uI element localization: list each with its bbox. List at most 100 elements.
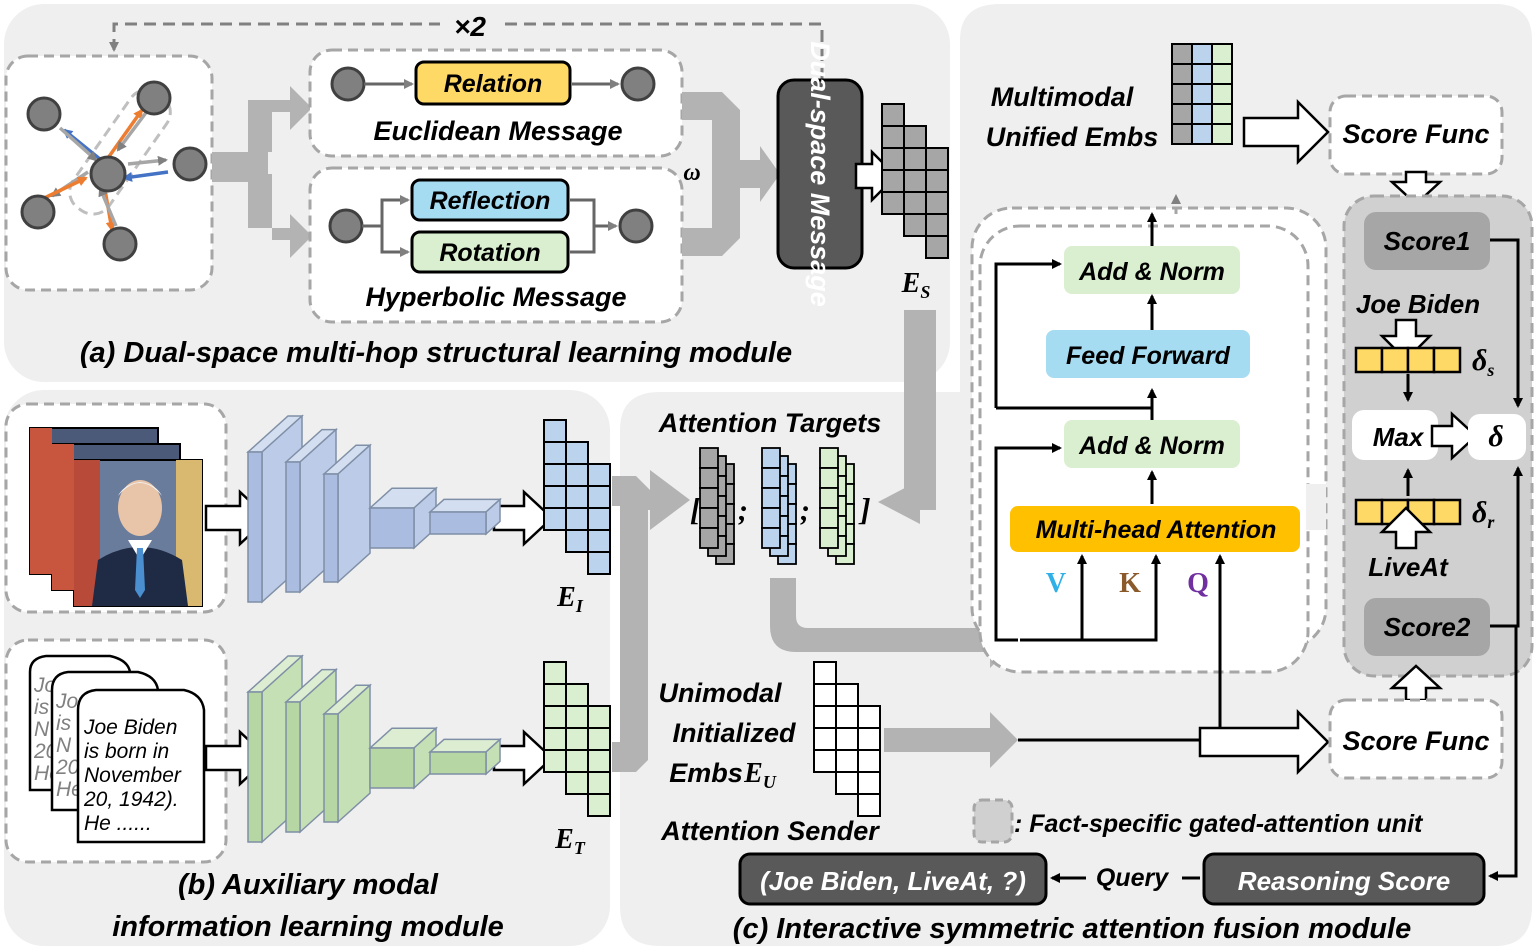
embedding-cell [813,727,837,751]
target-cell [819,447,839,469]
embedding-cell [813,705,837,729]
embedding-cell [1211,103,1233,125]
svg-text:Joe Biden: Joe Biden [83,716,177,739]
cnn-block-front [285,701,301,833]
omega-label: ω [683,160,700,186]
target-cell [761,527,781,549]
multimodal-line-1: Multimodal [991,82,1134,112]
embedding-cell [813,683,837,707]
embedding-cell [1171,63,1193,85]
svg-text:Jo: Jo [33,674,57,697]
embedding-cell [881,125,905,149]
biden-photos [29,427,203,607]
embedding-cell [1171,43,1193,65]
embedding-cell [925,169,949,193]
embedding-ei [543,419,611,575]
cnn-block-front [323,473,339,583]
cnn-block-front [369,747,415,789]
embedding-cell [881,169,905,193]
legend-label: : Fact-specific gated-attention unit [1014,810,1424,838]
q-label: Q [1187,568,1209,599]
embedding-cell [587,771,611,795]
es-down-arrow [878,310,936,524]
cnn-block-front [369,507,415,549]
score-func-up-arrow [1388,664,1444,702]
dual-space-label: Dual-space Message [805,41,835,307]
delta-r-label: δr [1472,496,1495,532]
svg-text:is: is [56,712,72,735]
mm-to-score-arrow [1242,98,1330,166]
text-output-arrow [492,729,554,787]
embedding-cell [565,485,589,509]
embedding-cell [543,507,567,531]
module-b-caption-1: (b) Auxiliary modal [178,869,439,901]
embedding-cell [587,551,611,575]
embedding-cell [1171,83,1193,105]
embedding-cell [835,749,859,773]
embedding-cell [543,419,567,443]
score2-box [1364,598,1490,656]
v-label: V [1046,568,1066,599]
delta-s-vector [1354,346,1462,374]
svg-text:He: He [56,778,83,801]
embedding-cell [1171,123,1193,145]
embedding-cell [565,771,589,795]
embedding-et [543,661,611,817]
live-at-arrow [1378,506,1434,550]
fork-arrow [212,86,312,258]
embedding-cell [835,771,859,795]
embedding-cell [857,749,881,773]
embedding-cell [835,683,859,707]
target-cell [761,507,781,529]
embedding-cell [813,661,837,685]
attention-targets-label: Attention Targets [658,408,882,438]
target-cell [699,467,719,489]
cnn-block-front [323,713,339,823]
embedding-eu [813,661,881,817]
delta-cell [1354,346,1384,374]
embedding-cell [857,771,881,795]
feed-forward-label: Feed Forward [1066,342,1231,370]
max-box [1352,410,1438,460]
svg-text:He ......: He ...... [84,812,152,835]
embedding-cell [543,661,567,685]
embedding-cell [1211,43,1233,65]
query-tuple-box [738,852,1048,906]
delta-cell [1380,346,1410,374]
cnn-block-front [247,451,263,603]
score1-box [1364,212,1490,270]
score1-label: Score1 [1384,226,1471,256]
hyperbolic-label: Hyperbolic Message [365,282,626,312]
embedding-cell [903,125,927,149]
embedding-cell [565,683,589,707]
embedding-cell [1191,83,1213,105]
graph-nodes [20,80,208,262]
multi-head-attention-box [1010,506,1300,552]
svg-text:November: November [84,764,182,787]
et-label: ET [554,824,586,858]
embedding-cell [543,705,567,729]
embedding-cell [1191,63,1213,85]
score2-label: Score2 [1384,612,1471,642]
add-norm-top-label: Add & Norm [1078,258,1225,286]
embedding-cell [543,683,567,707]
embedding-cell [813,749,837,773]
embedding-cell [565,705,589,729]
cnn-block-front [429,751,487,775]
embedding-cell [881,147,905,171]
embedding-cell [1191,123,1213,145]
embedding-cell [835,705,859,729]
embedding-cell [857,793,881,817]
embedding-cell [565,463,589,487]
embedding-cell [565,749,589,773]
target-cell [761,467,781,489]
query-label: Query [1096,864,1169,892]
embedding-multimodal [1171,43,1233,145]
target-cell [699,527,719,549]
add-norm-bottom-label: Add & Norm [1078,432,1225,460]
embedding-cell [587,529,611,553]
svg-text:is born in: is born in [84,740,169,763]
target-cell [761,487,781,509]
embedding-cell [587,793,611,817]
target-cell [699,507,719,529]
